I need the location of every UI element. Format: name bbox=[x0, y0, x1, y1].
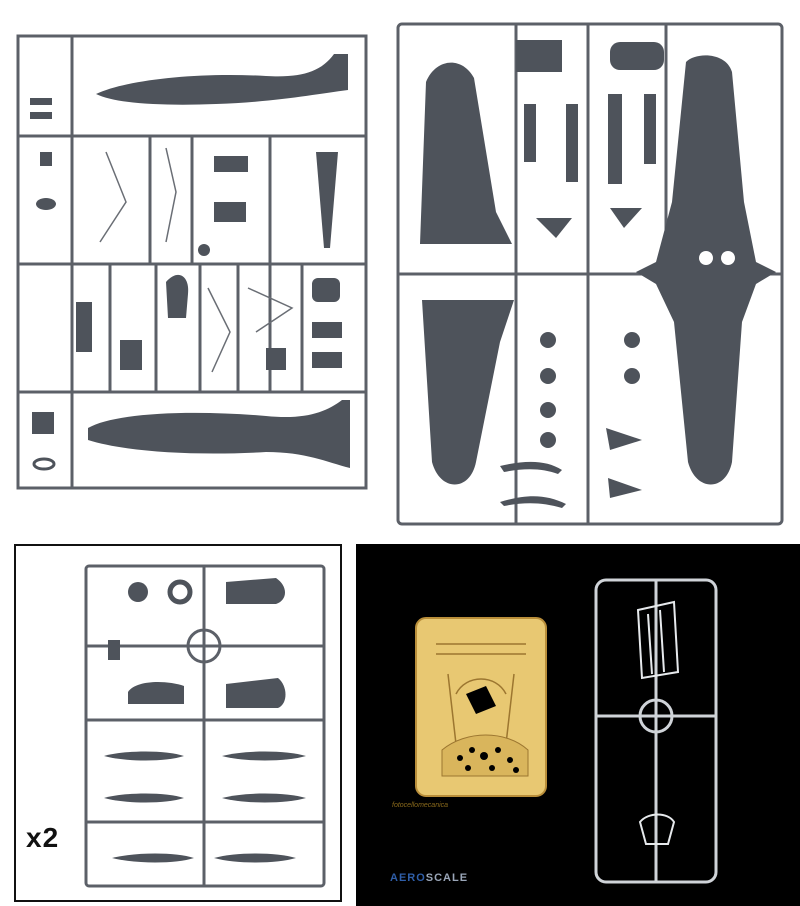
propeller-blade-5 bbox=[112, 853, 194, 863]
aeroscale-watermark: AEROSCALE bbox=[390, 872, 469, 884]
propeller-blade-4 bbox=[222, 793, 306, 803]
propeller-blade-6 bbox=[214, 853, 296, 863]
quantity-label: x2 bbox=[26, 822, 60, 853]
wing-lower-center bbox=[636, 55, 776, 485]
propeller-blade-2 bbox=[222, 751, 306, 761]
photo-etch-drawing bbox=[415, 578, 718, 884]
fuselage-half-bottom bbox=[88, 400, 350, 468]
sprue-wings-drawing bbox=[396, 22, 784, 526]
sprue-fuselage bbox=[16, 32, 368, 492]
spinner-part bbox=[226, 578, 285, 604]
sprue-propellers: x2 bbox=[14, 544, 342, 902]
wing-lower-left bbox=[422, 300, 514, 485]
canopy-part bbox=[636, 600, 680, 680]
propeller-blade-3 bbox=[104, 793, 184, 803]
sprue-fuselage-drawing bbox=[16, 34, 368, 490]
fret-label: fotocellomecanica bbox=[392, 802, 449, 809]
sprue-propellers-drawing bbox=[84, 564, 326, 888]
propeller-blade-1 bbox=[104, 751, 184, 761]
photo-etch-and-clear-parts: fotocellomecanica AEROSCALE bbox=[356, 544, 800, 906]
wing-upper-left bbox=[420, 62, 512, 244]
sprue-wings bbox=[396, 22, 784, 526]
fuselage-half-top bbox=[96, 54, 348, 105]
